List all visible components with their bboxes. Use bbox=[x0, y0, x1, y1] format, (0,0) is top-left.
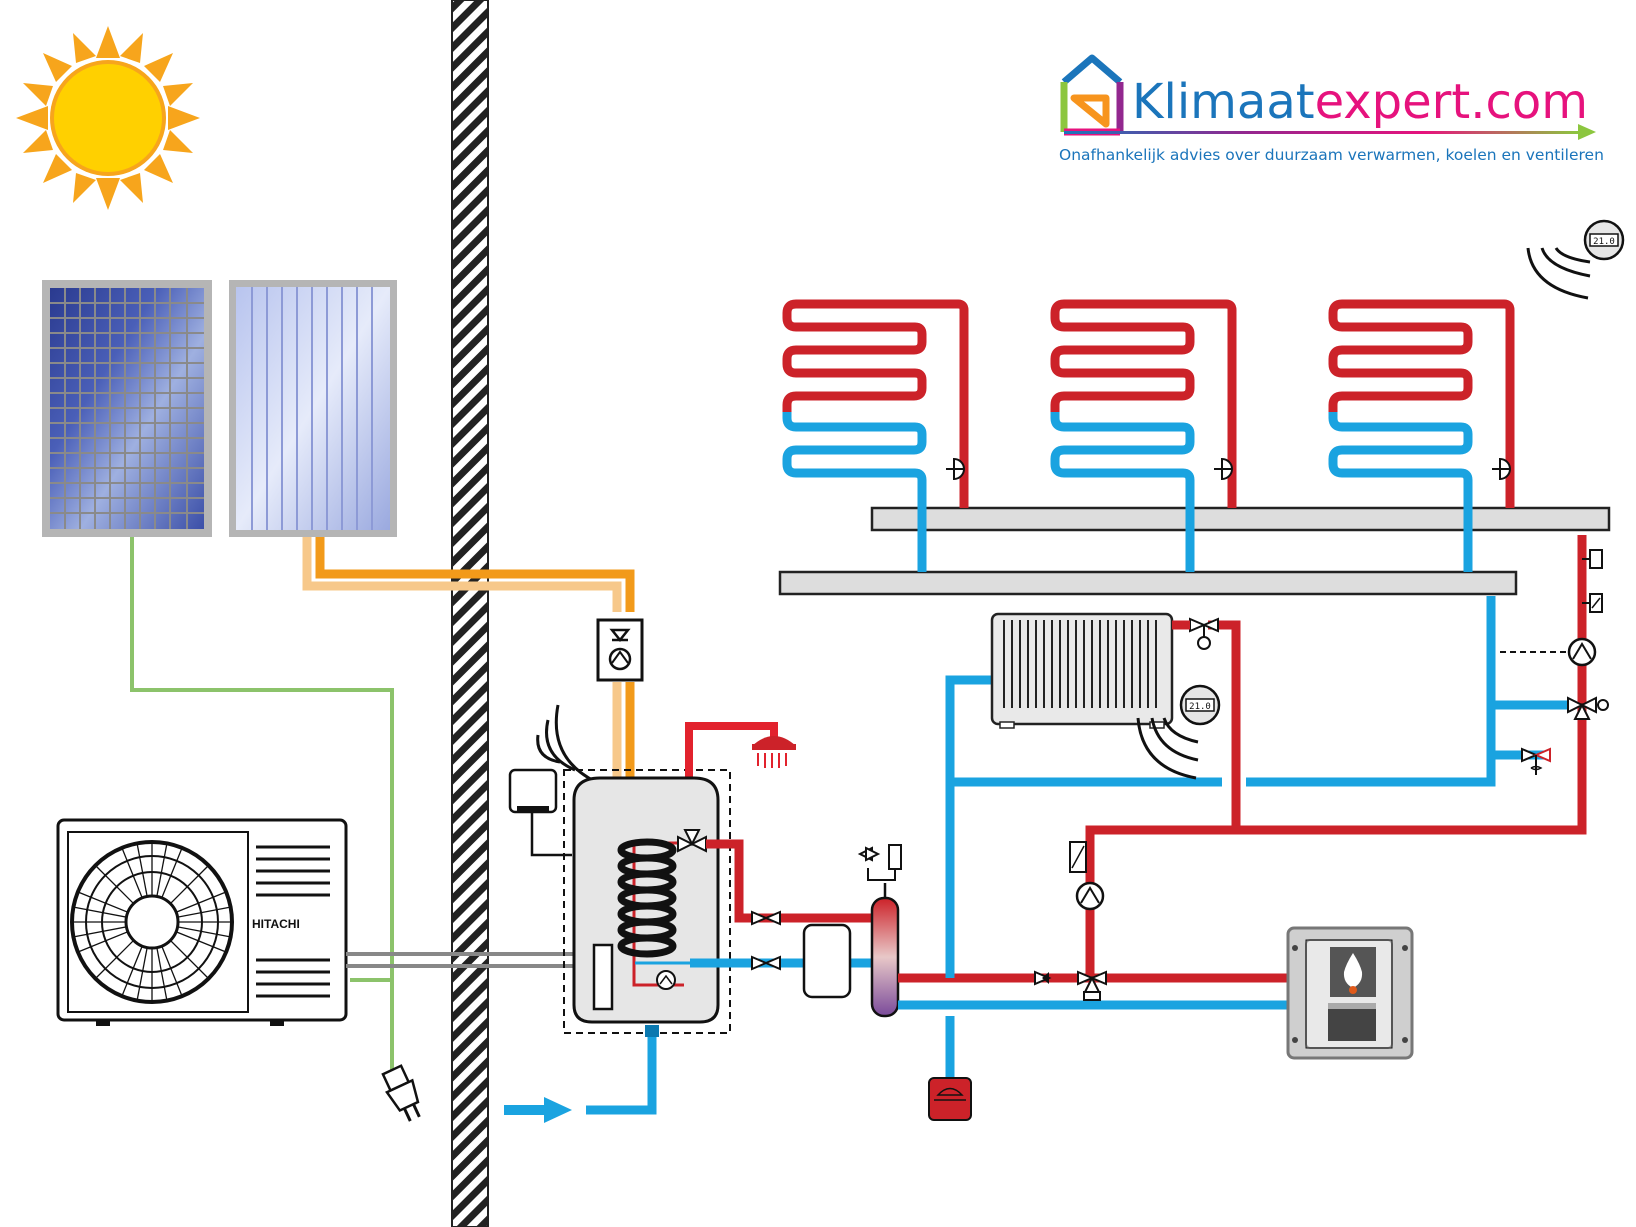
thermostat-icon: 21.0 bbox=[1179, 684, 1221, 726]
house-wall bbox=[451, 0, 489, 1227]
heat-pump-icon: HITACHI bbox=[56, 818, 348, 1026]
expansion-vessel-icon bbox=[928, 1016, 972, 1121]
valve-icon bbox=[1077, 970, 1107, 1001]
cold-water-inlet bbox=[504, 1025, 659, 1123]
svg-text:Klimaatexpert.com: Klimaatexpert.com bbox=[1132, 74, 1588, 130]
heat-pump-brand: HITACHI bbox=[252, 917, 300, 931]
valve-icon bbox=[1567, 696, 1609, 720]
thermostat-display: 21.0 bbox=[1593, 237, 1615, 247]
arrow-right-icon bbox=[504, 1097, 572, 1123]
loop-actuator bbox=[1492, 457, 1511, 481]
floor-heating-loop-1 bbox=[782, 299, 969, 572]
flame-icon bbox=[1343, 953, 1363, 994]
wireless-signal-icon bbox=[1526, 247, 1591, 300]
klimaatexpert-logo: Klimaatexpert.com Onafhankelijk advies o… bbox=[1059, 54, 1604, 164]
logo-tagline: Onafhankelijk advies over duurzaam verwa… bbox=[1059, 146, 1604, 164]
wireless-signal-icon bbox=[1136, 717, 1199, 780]
shower-icon bbox=[752, 736, 796, 768]
loop-actuator bbox=[946, 457, 965, 481]
valve-icon bbox=[1189, 617, 1219, 650]
valve-icon bbox=[751, 955, 781, 971]
logo-wordmark-suffix: expert.com bbox=[1315, 74, 1588, 130]
floor-heating-loop-2 bbox=[1050, 299, 1237, 572]
pump-icon bbox=[1075, 881, 1105, 911]
pump-icon bbox=[1500, 637, 1597, 667]
solar-controller bbox=[508, 768, 572, 857]
boiler-icon bbox=[572, 776, 720, 1024]
supply-manifold bbox=[870, 506, 1611, 532]
hot-water-outlet bbox=[685, 722, 778, 782]
radiator-thermostat-display: 21.0 bbox=[1189, 702, 1211, 712]
radiator-icon bbox=[990, 612, 1174, 729]
gas-boiler bbox=[1286, 926, 1414, 1060]
manifold-sensor bbox=[1582, 549, 1603, 613]
tank-hot-supply bbox=[706, 839, 878, 923]
solar-collector-icon bbox=[229, 280, 397, 537]
logo-wordmark-prefix: Klimaat bbox=[1132, 74, 1315, 130]
buffer-vessel bbox=[802, 923, 852, 999]
thermostat-icon: 21.0 bbox=[1583, 219, 1625, 261]
valve-icon bbox=[751, 910, 781, 926]
hydraulic-separator bbox=[857, 844, 902, 1018]
pv-panel-icon bbox=[42, 280, 212, 537]
radiator-supply-branch bbox=[1208, 620, 1241, 830]
house-logo-icon bbox=[1060, 54, 1124, 136]
floor-heating-loop-3 bbox=[1328, 299, 1515, 572]
sun-icon bbox=[16, 26, 200, 210]
tank-module-outline bbox=[563, 769, 731, 1034]
pv-electric-cable bbox=[130, 537, 394, 1070]
wireless-signal-icon bbox=[536, 704, 597, 784]
plug-icon bbox=[381, 1064, 421, 1122]
loop-actuator bbox=[1214, 457, 1233, 481]
radiator-return-branch bbox=[945, 675, 992, 978]
refrigerant-lines bbox=[346, 952, 574, 968]
solar-loop-pipes bbox=[302, 537, 635, 782]
solar-pump-station bbox=[596, 618, 644, 682]
valve-icon bbox=[1521, 747, 1551, 775]
mixing-motor bbox=[1069, 841, 1087, 873]
valve-icon bbox=[1034, 970, 1052, 986]
return-manifold bbox=[778, 570, 1518, 596]
return-collector-line-2 bbox=[1246, 596, 1496, 787]
